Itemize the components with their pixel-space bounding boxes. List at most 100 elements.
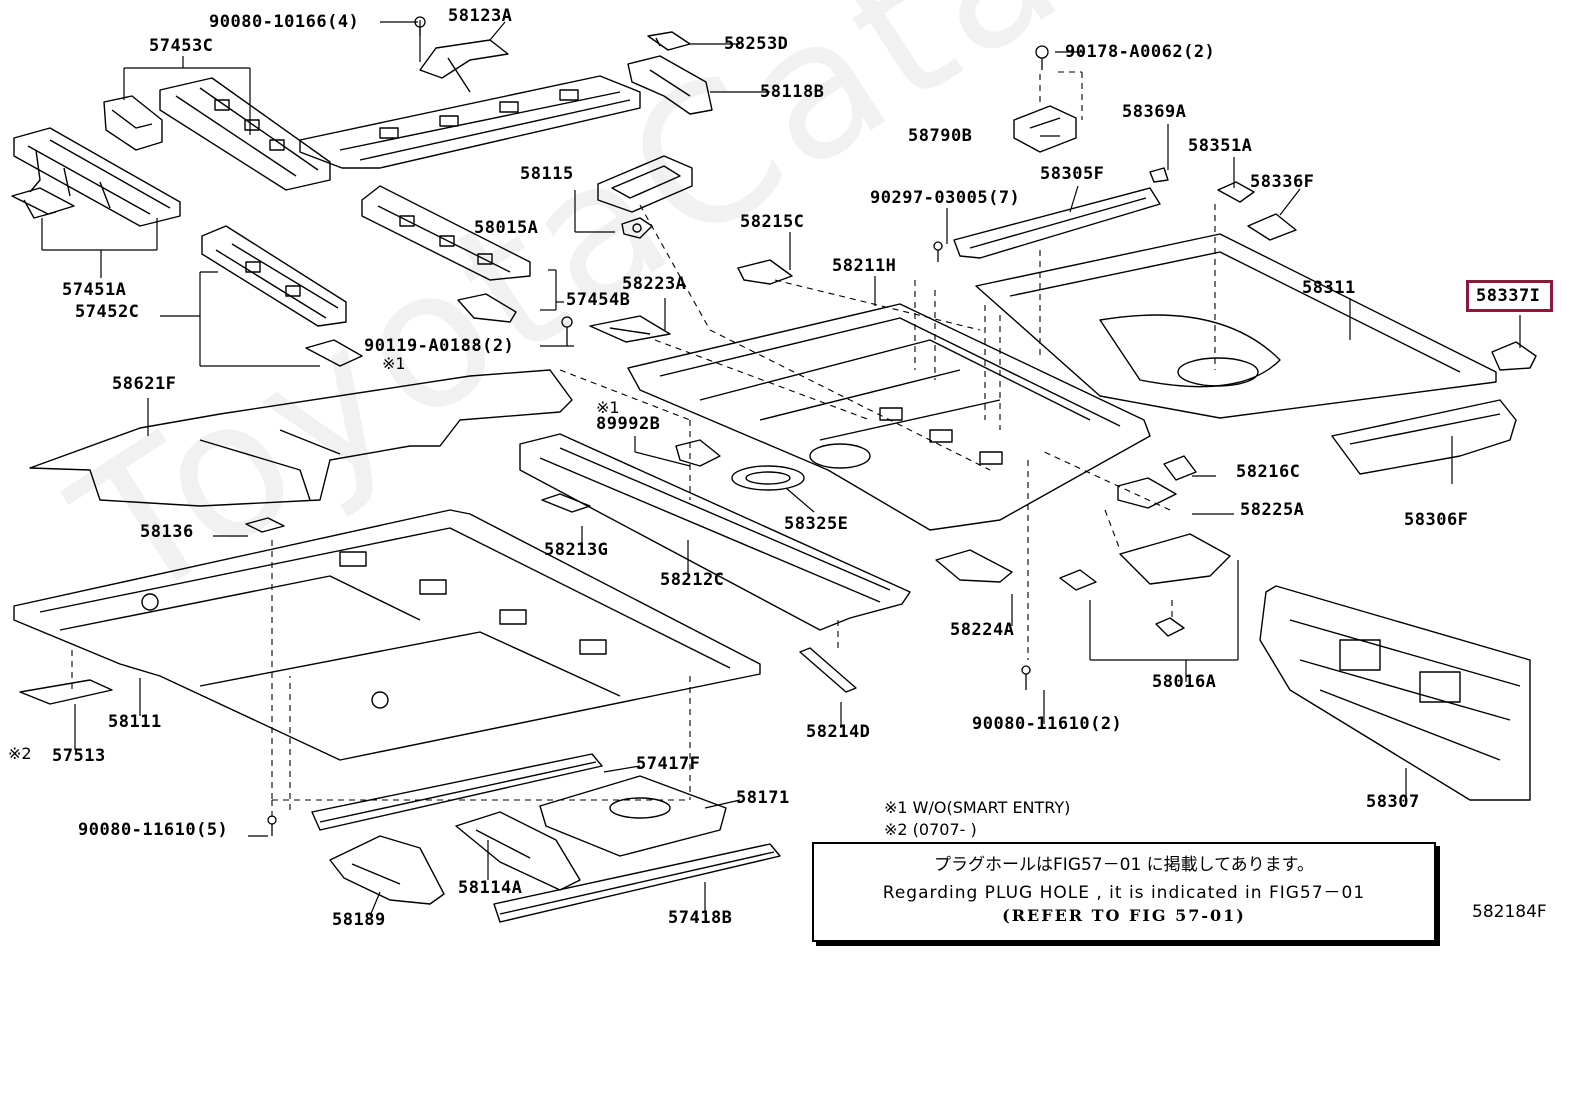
label-58213g[interactable]: 58213G <box>544 540 609 560</box>
part-58136-bracket <box>245 517 285 533</box>
label-57454b[interactable]: 57454B <box>566 290 631 310</box>
label-57453c[interactable]: 57453C <box>149 36 214 56</box>
part-58115-plate <box>597 155 693 213</box>
part-58253d-bracket <box>647 31 691 51</box>
part-58325e-plug <box>731 465 805 491</box>
callout-reference[interactable]: (REFER TO FIG 57-01) <box>1002 906 1246 925</box>
callout-english: Regarding PLUG HOLE , it is indicated in… <box>882 883 1366 903</box>
label-58111[interactable]: 58111 <box>108 712 162 732</box>
part-57513-bracket <box>19 679 113 705</box>
label-58790b[interactable]: 58790B <box>908 126 973 146</box>
label-58171[interactable]: 58171 <box>736 788 790 808</box>
label-90178-a0062[interactable]: 90178-A0062(2) <box>1065 42 1216 62</box>
part-58311-rear-floor <box>975 233 1497 419</box>
part-58189-member <box>329 835 445 905</box>
label-58311[interactable]: 58311 <box>1302 278 1356 298</box>
part-57417f-sill <box>311 753 603 831</box>
part-58216c-bracket <box>1163 455 1197 481</box>
label-58253d[interactable]: 58253D <box>724 34 789 54</box>
part-57453c-crossmember <box>159 77 331 191</box>
label-90297-03005[interactable]: 90297-03005(7) <box>870 188 1021 208</box>
note-mark-2: ※2 <box>8 744 32 763</box>
label-57418b[interactable]: 57418B <box>668 908 733 928</box>
label-57417f[interactable]: 57417F <box>636 754 701 774</box>
part-58307-rear-panel <box>1259 585 1531 801</box>
part-58123a-bracket <box>419 39 509 93</box>
fasteners <box>267 16 1049 836</box>
note-mark-1-b: ※1 <box>596 398 620 417</box>
part-57452c-crossmember <box>201 225 347 327</box>
label-58214d[interactable]: 58214D <box>806 722 871 742</box>
label-90080-11610-5[interactable]: 90080-11610(5) <box>78 820 229 840</box>
label-58621f[interactable]: 58621F <box>112 374 177 394</box>
part-58225a-plug <box>1117 477 1177 509</box>
label-58225a[interactable]: 58225A <box>1240 500 1305 520</box>
label-58325e[interactable]: 58325E <box>784 514 849 534</box>
part-58223a-bracket <box>589 315 671 343</box>
part-58215c-bracket <box>737 259 793 285</box>
part-57451a-bracket <box>11 187 75 219</box>
label-58224a[interactable]: 58224A <box>950 620 1015 640</box>
leader-lines <box>41 20 1521 917</box>
label-58123a[interactable]: 58123A <box>448 6 513 26</box>
part-58306f-panel <box>1331 399 1517 475</box>
label-89992b[interactable]: 89992B <box>596 414 661 434</box>
part-58111-front-floor <box>13 509 761 761</box>
part-57451a-crossmember <box>13 127 181 227</box>
part-58115-crossmember <box>299 75 641 169</box>
label-58215c[interactable]: 58215C <box>740 212 805 232</box>
part-58337-bracket <box>1491 341 1537 371</box>
label-57451a[interactable]: 57451A <box>62 280 127 300</box>
label-57452c[interactable]: 57452C <box>75 302 140 322</box>
label-58136[interactable]: 58136 <box>140 522 194 542</box>
label-58307[interactable]: 58307 <box>1366 792 1420 812</box>
part-57453c-brace <box>103 95 163 151</box>
callout-japanese: プラグホールはFIG57－01 に掲載してあります。 <box>934 855 1314 875</box>
part-58621f-insulator <box>29 369 573 507</box>
part-58213g-bracket <box>541 493 591 513</box>
label-58306f[interactable]: 58306F <box>1404 510 1469 530</box>
part-58171-pan <box>539 775 727 857</box>
label-58216c[interactable]: 58216C <box>1236 462 1301 482</box>
label-58015a[interactable]: 58015A <box>474 218 539 238</box>
label-58118b[interactable]: 58118B <box>760 82 825 102</box>
part-57418b-sill <box>493 843 781 923</box>
label-58212c[interactable]: 58212C <box>660 570 725 590</box>
part-89992b-bracket <box>675 439 721 467</box>
label-58337-highlighted[interactable]: 58337I <box>1476 286 1541 306</box>
label-58016a[interactable]: 58016A <box>1152 672 1217 692</box>
plug-hole-callout: プラグホールはFIG57－01 に掲載してあります。 Regarding PLU… <box>812 842 1436 942</box>
note-date-range: ※2 (0707- ) <box>884 820 977 839</box>
label-58305f[interactable]: 58305F <box>1040 164 1105 184</box>
label-90119-a0188[interactable]: 90119-A0188(2) <box>364 336 515 356</box>
figure-code: 582184F <box>1472 902 1547 922</box>
part-58015a-plug <box>621 217 653 239</box>
part-58114a-member <box>455 811 581 891</box>
label-90080-10166[interactable]: 90080-10166(4) <box>209 12 360 32</box>
highlight-box-58337 <box>1466 280 1553 312</box>
label-58189[interactable]: 58189 <box>332 910 386 930</box>
note-mark-1-a: ※1 <box>382 354 406 373</box>
label-58351a[interactable]: 58351A <box>1188 136 1253 156</box>
part-58212c-member <box>519 433 911 631</box>
part-57454b-crossmember <box>361 185 531 281</box>
label-57513[interactable]: 57513 <box>52 746 106 766</box>
note-smart-entry: ※1 W/O(SMART ENTRY) <box>884 798 1071 817</box>
part-58214d-clip <box>799 647 857 693</box>
label-58211h[interactable]: 58211H <box>832 256 897 276</box>
label-58114a[interactable]: 58114A <box>458 878 523 898</box>
label-58115[interactable]: 58115 <box>520 164 574 184</box>
label-90080-11610-2[interactable]: 90080-11610(2) <box>972 714 1123 734</box>
part-58351a-bracket <box>1217 181 1255 203</box>
label-58223a[interactable]: 58223A <box>622 274 687 294</box>
part-58211h-floor <box>627 303 1151 531</box>
part-58016a-bracket <box>1059 533 1231 637</box>
label-58336f[interactable]: 58336F <box>1250 172 1315 192</box>
label-58369a[interactable]: 58369A <box>1122 102 1187 122</box>
part-58118b-bracket <box>627 55 713 115</box>
part-58305f-member <box>953 187 1161 259</box>
part-58369a-clip <box>1149 167 1169 183</box>
part-57454b-bracket <box>457 293 517 323</box>
